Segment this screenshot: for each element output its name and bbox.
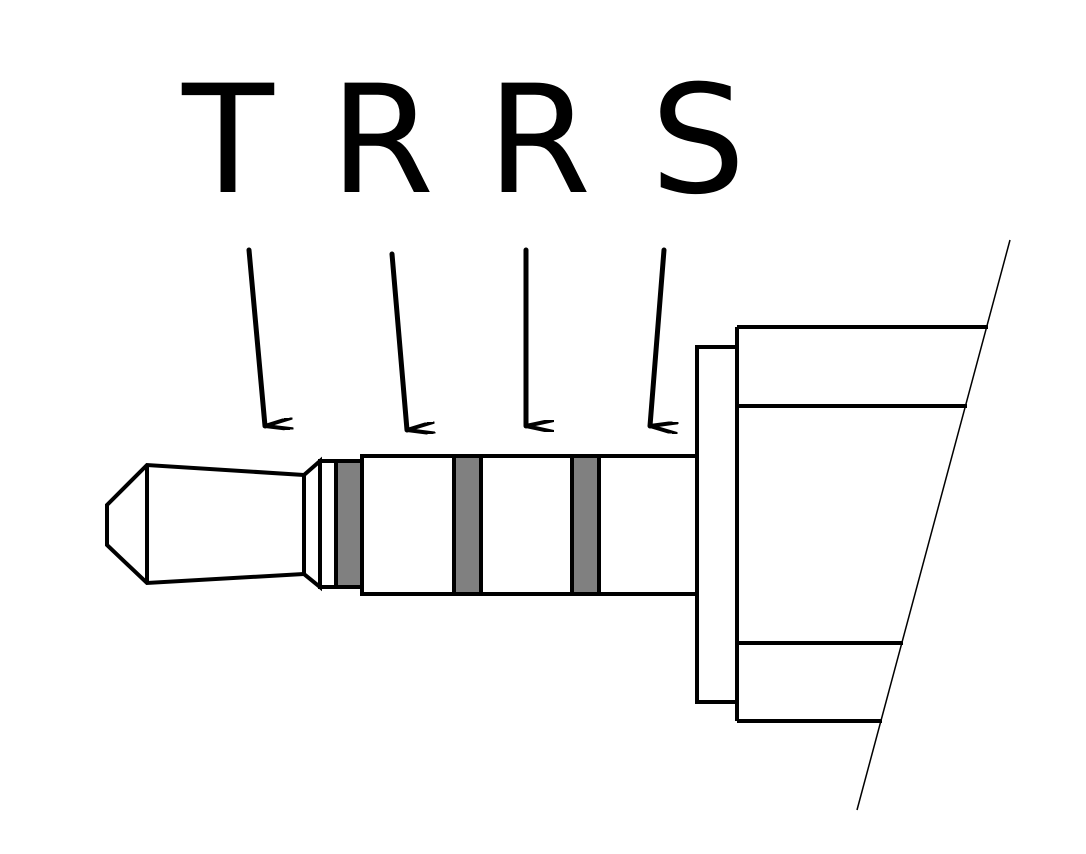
arrow-tip — [246, 247, 265, 426]
insulator-2 — [452, 454, 483, 596]
insulator-3 — [570, 454, 601, 596]
cut-line — [856, 239, 1011, 811]
neck-ring — [318, 459, 338, 589]
plug-barrel — [360, 454, 699, 596]
insulator-1 — [334, 459, 364, 589]
plug-collar — [695, 345, 739, 704]
label-ring-1: R — [330, 54, 434, 228]
label-ring-2: R — [487, 54, 591, 228]
label-tip: T — [181, 54, 275, 228]
arrows — [246, 247, 664, 430]
plug-neck — [302, 456, 322, 592]
plug-tip — [105, 462, 306, 586]
plug — [105, 325, 988, 723]
arrow-ring-1 — [389, 251, 407, 430]
arrow-sleeve — [647, 247, 664, 426]
label-sleeve: S — [650, 54, 745, 228]
